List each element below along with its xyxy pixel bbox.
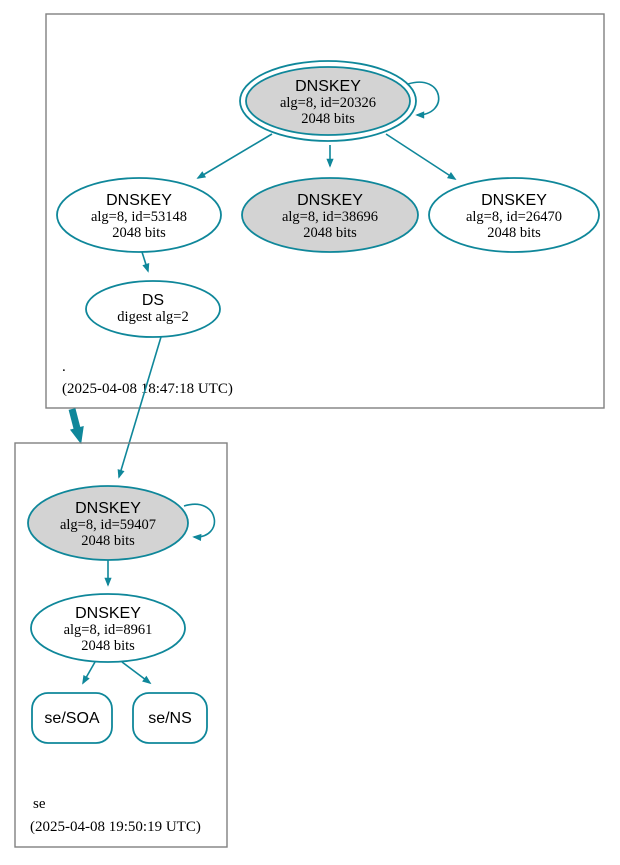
node-dnskey-59407: DNSKEY alg=8, id=59407 2048 bits [27,485,189,561]
edge-dnskey-20326-to-26470 [385,133,457,180]
node-title: se/SOA [44,710,99,727]
zone-se-cluster-box [14,442,228,848]
zone-se-cluster: se (2025-04-08 19:50:19 UTC) DNSKEY alg=… [14,442,228,848]
edge-dnskey-20326-to-53148 [196,133,273,179]
dnskey-ellipse [241,177,419,253]
zone-root-cluster: . (2025-04-08 18:47:18 UTC) DNSKEY alg=8… [45,13,605,409]
node-detail: alg=8, id=59407 [60,517,156,533]
zone-se-timestamp: (2025-04-08 19:50:19 UTC) [30,819,201,835]
edge-ds-to-dnskey-59407 [117,336,162,479]
node-rrset-se-ns: se/NS [132,692,208,744]
node-title: DS [142,292,164,309]
node-detail: 2048 bits [301,111,355,127]
node-dnskey-53148: DNSKEY alg=8, id=53148 2048 bits [56,177,222,253]
node-detail: 2048 bits [112,225,166,241]
node-detail: 2048 bits [303,225,357,241]
node-dnskey-20326: DNSKEY alg=8, id=20326 2048 bits [239,60,417,142]
node-title: se/NS [148,710,192,727]
node-rrset-se-soa: se/SOA [31,692,113,744]
dnskey-inner-ellipse [245,66,411,136]
dnskey-ellipse [30,593,186,663]
dnskey-ellipse [56,177,222,253]
edge-dnskey-8961-to-soa [82,661,96,685]
zone-root-cluster-box [45,13,605,409]
zone-se-label: se [33,796,46,812]
node-dnskey-38696: DNSKEY alg=8, id=38696 2048 bits [241,177,419,253]
node-detail: alg=8, id=38696 [282,209,378,225]
node-dnskey-8961: DNSKEY alg=8, id=8961 2048 bits [30,593,186,663]
rrset-box [132,692,208,744]
node-detail: 2048 bits [81,533,135,549]
zone-root-timestamp: (2025-04-08 18:47:18 UTC) [62,381,233,397]
node-title: DNSKEY [75,605,141,622]
node-detail: alg=8, id=53148 [91,209,187,225]
node-dnskey-26470: DNSKEY alg=8, id=26470 2048 bits [428,177,600,253]
node-title: DNSKEY [297,192,363,209]
edge-dnskey-8961-to-ns [121,661,152,685]
node-detail: alg=8, id=20326 [280,95,376,111]
node-title: DNSKEY [106,192,172,209]
node-title: DNSKEY [295,78,361,95]
node-detail: 2048 bits [487,225,541,241]
zone-root-label: . [62,359,66,375]
node-title: DNSKEY [481,192,547,209]
edge-dnskey-20326-selfloop [407,81,440,119]
dnskey-ellipse [428,177,600,253]
node-detail: alg=8, id=26470 [466,209,562,225]
node-detail: digest alg=2 [117,309,188,325]
ds-ellipse [85,280,221,338]
node-detail: 2048 bits [81,638,135,654]
edge-dnskey-53148-to-ds [141,251,150,273]
node-title: DNSKEY [75,500,141,517]
dnskey-ellipse [27,485,189,561]
node-detail: alg=8, id=8961 [64,622,153,638]
edge-dnskey-59407-selfloop [183,503,216,542]
node-ds: DS digest alg=2 [85,280,221,338]
rrset-box [31,692,113,744]
edge-zone-root-to-zone-se [68,408,84,445]
